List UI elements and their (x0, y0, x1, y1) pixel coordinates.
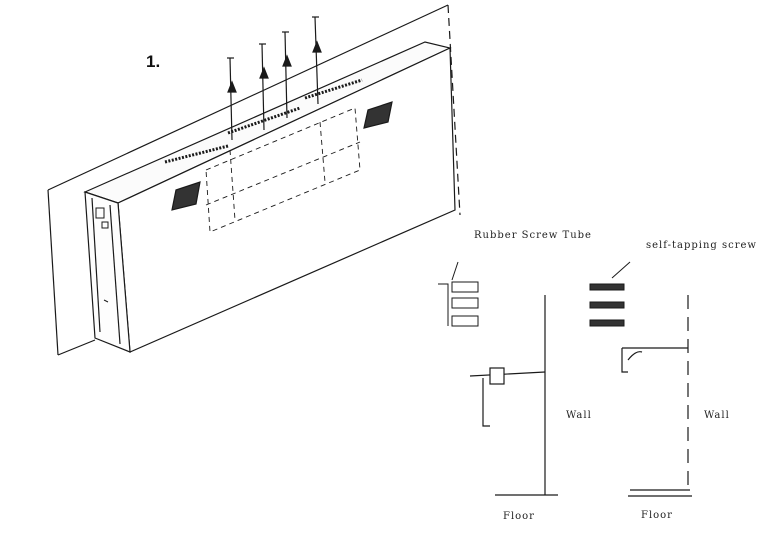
step-number: 1. (146, 52, 161, 71)
mount-outline (205, 107, 361, 233)
self-tapping-screw-icon (589, 261, 631, 327)
end-face-details (95, 207, 109, 303)
wall-panel (47, 4, 461, 356)
fireplace-unit-icon (83, 41, 456, 353)
up-arrow-icon (227, 40, 322, 93)
self-tapping-screw-label: self-tapping screw (646, 240, 757, 251)
wall-right (621, 295, 692, 497)
wall-left-label: Wall (566, 410, 592, 421)
wall-left (469, 295, 558, 496)
wall-right-label: Wall (704, 410, 730, 421)
screw-icon (227, 16, 319, 141)
rubber-screw-tube-label: Rubber Screw Tube (474, 230, 592, 241)
screw-tube-icon (438, 261, 479, 327)
floor-left-label: Floor (503, 511, 535, 522)
floor-right-label: Floor (641, 510, 673, 521)
top-vent-slots (164, 78, 363, 164)
hatched-bracket-left (171, 101, 393, 211)
